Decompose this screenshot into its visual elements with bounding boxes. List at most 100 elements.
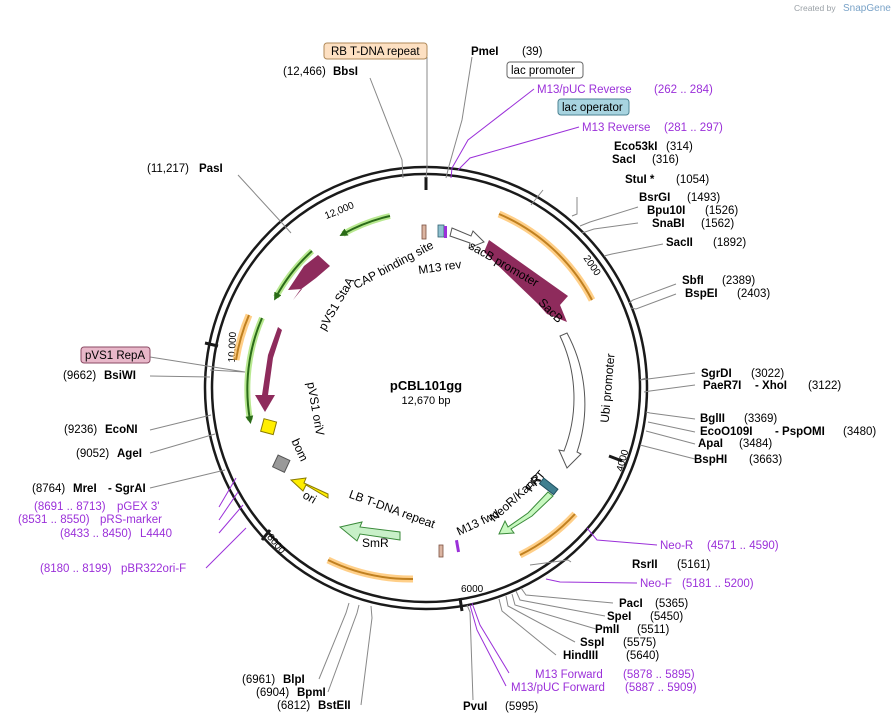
site-sgrdi: SgrDI(3022) — [701, 368, 784, 380]
svg-text:(9052): (9052) — [76, 448, 109, 460]
svg-text:(2403): (2403) — [737, 288, 770, 300]
svg-text:(12,466): (12,466) — [283, 66, 326, 78]
svg-text:pBR322ori-F: pBR322ori-F — [121, 563, 186, 575]
svg-text:PvuI: PvuI — [463, 701, 487, 713]
svg-text:SacII: SacII — [666, 237, 693, 249]
site-bsiwi: (9662)BsiWI — [63, 370, 136, 382]
ubi-promoter-arrow — [558, 332, 586, 469]
neokanr-arrow — [498, 491, 554, 535]
svg-text:Neo-R: Neo-R — [660, 540, 693, 552]
primer-pbr322ori-f: (8180 .. 8199) pBR322ori-F — [40, 563, 186, 575]
site-bsphi: BspHI(3663) — [694, 454, 782, 466]
green-arrows — [244, 213, 391, 424]
site-pmli: PmlI(5511) — [595, 624, 670, 636]
site-econi: (9236) EcoNI — [64, 424, 138, 436]
svg-text:(6961): (6961) — [242, 674, 275, 686]
boxed-label-lac-promoter: lac promoter — [506, 61, 584, 79]
site-paci: PacI(5365) — [619, 598, 688, 610]
svg-text:M13/pUC Reverse: M13/pUC Reverse — [537, 84, 632, 96]
site-apai: ApaI(3484) — [698, 438, 772, 450]
svg-text:M13 Reverse: M13 Reverse — [582, 122, 650, 134]
tick-6000: 6000 — [461, 584, 484, 595]
site-rsrii: RsrII(5161) — [632, 559, 710, 571]
site-spei: SpeI(5450) — [607, 611, 683, 623]
svg-text:Neo-F: Neo-F — [640, 578, 672, 590]
site-agei: (9052)AgeI — [76, 448, 142, 460]
site-snabi: SnaBI(1562) — [652, 218, 734, 230]
svg-text:SbfI: SbfI — [682, 275, 704, 287]
svg-text:(5450): (5450) — [650, 611, 683, 623]
svg-text:Bpu10I: Bpu10I — [647, 205, 685, 217]
svg-text:PmlI: PmlI — [595, 624, 619, 636]
svg-text:(8531 .. 8550): (8531 .. 8550) — [18, 514, 90, 526]
site-ecoo109i-pspomi: EcoO109I- PspOMI(3480) — [700, 426, 876, 438]
svg-text:(1493): (1493) — [687, 192, 720, 204]
svg-text:BsrGI: BsrGI — [639, 192, 670, 204]
site-hindiii: HindIII(5640) — [563, 650, 659, 662]
site-bpu10i: Bpu10I (1526) — [647, 205, 738, 217]
svg-text:MreI: MreI — [73, 483, 97, 495]
site-bglii: BglII(3369) — [700, 413, 777, 425]
svg-text:Eco53kI: Eco53kI — [614, 141, 657, 153]
primer-neo-r: Neo-R(4571 .. 4590) — [660, 540, 779, 552]
svg-text:(1892): (1892) — [713, 237, 746, 249]
primer-l4440: (8433 .. 8450)L4440 — [60, 528, 172, 540]
svg-text:(5365): (5365) — [655, 598, 688, 610]
primer-m13-reverse: M13 Reverse (281 .. 297) — [582, 122, 723, 134]
svg-text:SacI: SacI — [612, 154, 636, 166]
svg-text:StuI *: StuI * — [625, 174, 655, 186]
svg-text:(262 .. 284): (262 .. 284) — [654, 84, 713, 96]
site-bsteii: (6812)BstEII — [277, 700, 351, 712]
svg-text:PasI: PasI — [199, 163, 223, 175]
svg-text:(5995): (5995) — [505, 701, 538, 713]
site-bspei: BspEI (2403) — [685, 288, 770, 300]
primer-pgex3: (8691 .. 8713) pGEX 3' — [34, 501, 159, 513]
svg-text:(8180 .. 8199): (8180 .. 8199) — [40, 563, 112, 575]
svg-text:(8691 .. 8713): (8691 .. 8713) — [34, 501, 106, 513]
tick-4000: 4000 — [615, 448, 631, 473]
m13-fwd-marker — [454, 539, 461, 553]
backbone-ticks — [204, 177, 623, 612]
credit-text: Created by — [794, 3, 836, 13]
primer-leader-lines — [205, 88, 658, 687]
primer-prs-marker: (8531 .. 8550)pRS-marker — [18, 514, 162, 526]
bom-label: bom — [289, 436, 312, 463]
svg-text:(3484): (3484) — [739, 438, 772, 450]
pvs1-oriv-box — [260, 418, 278, 436]
svg-text:BspHI: BspHI — [694, 454, 727, 466]
svg-text:BspEI: BspEI — [685, 288, 718, 300]
site-sbfi: SbfI (2389) — [682, 275, 755, 287]
svg-text:(1526): (1526) — [705, 205, 738, 217]
svg-text:BpmI: BpmI — [297, 687, 326, 699]
svg-text:(1562): (1562) — [701, 218, 734, 230]
tick-8000: 8000 — [264, 532, 287, 556]
lac-operator-marker — [437, 224, 445, 238]
svg-text:(5575): (5575) — [623, 637, 656, 649]
site-saci: SacI (316) — [612, 154, 679, 166]
ori-label: ori — [300, 488, 319, 507]
tick-2000: 2000 — [581, 254, 603, 279]
svg-text:lac promoter: lac promoter — [511, 65, 575, 77]
primer-m13-puc-forward: M13/pUC Forward(5887 .. 5909) — [511, 682, 697, 694]
svg-text:(2389): (2389) — [722, 275, 755, 287]
svg-text:(9236): (9236) — [64, 424, 97, 436]
svg-text:(316): (316) — [652, 154, 679, 166]
site-bbsi: (12,466) BbsI — [283, 66, 358, 78]
primer-m13-puc-reverse: M13/pUC Reverse (262 .. 284) — [537, 84, 713, 96]
plasmid-name: pCBL101gg — [390, 378, 462, 393]
outer-ring-features — [232, 210, 596, 583]
svg-text:(314): (314) — [666, 141, 693, 153]
svg-text:(8764): (8764) — [32, 483, 65, 495]
pvs1-oriv-label: pVS1 oriV — [304, 381, 327, 437]
svg-text:RsrII: RsrII — [632, 559, 658, 571]
primer-neo-f: Neo-F(5181 .. 5200) — [640, 578, 754, 590]
svg-text:BbsI: BbsI — [333, 66, 358, 78]
svg-text:pGEX 3': pGEX 3' — [117, 501, 159, 513]
svg-text:BglII: BglII — [700, 413, 725, 425]
svg-text:PmeI: PmeI — [471, 46, 499, 58]
svg-text:(281 .. 297): (281 .. 297) — [664, 122, 723, 134]
svg-text:EcoNI: EcoNI — [105, 424, 138, 436]
svg-text:- XhoI: - XhoI — [755, 380, 787, 392]
site-bpmi: (6904)BpmI — [256, 687, 326, 699]
